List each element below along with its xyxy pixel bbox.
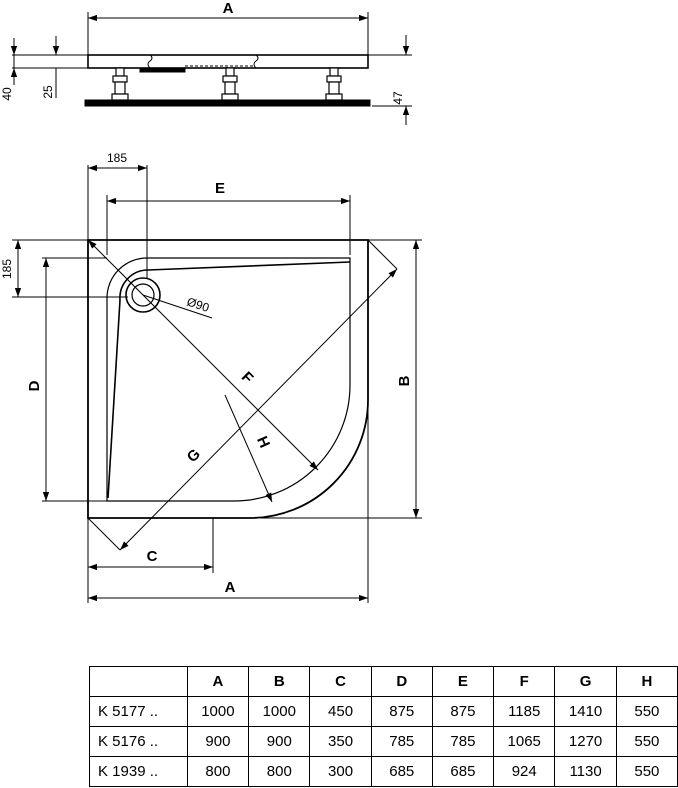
table-cell: 685 <box>431 756 495 787</box>
plan-dim-185-x: 185 <box>107 151 127 165</box>
table-cell: 1185 <box>493 696 556 727</box>
table-header-cell <box>89 666 188 697</box>
table-cell: 1130 <box>554 756 617 787</box>
table-cell: 1270 <box>554 726 617 757</box>
table-header-cell: F <box>493 666 556 697</box>
table-cell: 800 <box>186 756 250 787</box>
table-cell: 550 <box>615 726 678 757</box>
table-cell: 685 <box>370 756 433 787</box>
table-header-cell: D <box>370 666 433 697</box>
side-dim-40: 40 <box>0 87 14 101</box>
plan-label-b: B <box>396 375 413 386</box>
table-row: K 1939 .. 800 800 300 685 685 924 1130 5… <box>89 756 678 787</box>
table-row: K 5177 .. 1000 1000 450 875 875 1185 141… <box>89 696 678 727</box>
table-header-cell: E <box>431 666 495 697</box>
plan-label-a: A <box>225 579 236 596</box>
table-cell: 924 <box>493 756 556 787</box>
plan-label-f: F <box>238 369 257 388</box>
table-cell: 350 <box>309 726 372 757</box>
table-cell: 875 <box>431 696 495 727</box>
plan-view <box>12 164 422 603</box>
table-cell-model: K 5176 .. <box>89 726 188 757</box>
table-cell: 300 <box>309 756 372 787</box>
side-legs <box>111 67 343 101</box>
table-cell-model: K 1939 .. <box>89 756 188 787</box>
plan-label-e: E <box>215 180 225 197</box>
waste-diameter-label: Ø90 <box>185 295 211 315</box>
table-cell: 1000 <box>186 696 250 727</box>
technical-drawing: A 40 25 47 <box>0 0 422 603</box>
side-base <box>84 99 371 107</box>
table-header-cell: H <box>615 666 678 697</box>
side-dim-25: 25 <box>41 85 55 99</box>
table-cell: 550 <box>615 696 678 727</box>
table-cell: 1410 <box>554 696 617 727</box>
plan-label-h: H <box>253 434 273 451</box>
side-drain <box>139 67 186 73</box>
table-header-cell: A <box>186 666 250 697</box>
tray-basin <box>106 257 351 502</box>
table-cell: 900 <box>186 726 250 757</box>
side-view <box>10 12 412 125</box>
table-cell: 875 <box>370 696 433 727</box>
plan-label-d: D <box>26 380 43 391</box>
table-row: K 5176 .. 900 900 350 785 785 1065 1270 … <box>89 726 678 757</box>
table-cell: 1065 <box>493 726 556 757</box>
table-cell: 785 <box>370 726 433 757</box>
table-cell: 1000 <box>248 696 311 727</box>
table-cell: 785 <box>431 726 495 757</box>
plan-dim-185-y: 185 <box>0 259 14 279</box>
plan-label-c: C <box>147 548 158 565</box>
plan-label-g: G <box>184 446 204 466</box>
table-cell: 900 <box>248 726 311 757</box>
side-dim-47: 47 <box>391 91 405 105</box>
dimensions-table: A B C D E F G H K 5177 .. 1000 1000 450 … <box>89 666 678 787</box>
table-header-cell: C <box>309 666 372 697</box>
side-label-a: A <box>223 0 234 17</box>
table-header-row: A B C D E F G H <box>89 666 678 697</box>
table-cell: 450 <box>309 696 372 727</box>
table-cell-model: K 5177 .. <box>89 696 188 727</box>
table-header-cell: G <box>554 666 617 697</box>
table-cell: 800 <box>248 756 311 787</box>
table-header-cell: B <box>248 666 311 697</box>
table-cell: 550 <box>615 756 678 787</box>
